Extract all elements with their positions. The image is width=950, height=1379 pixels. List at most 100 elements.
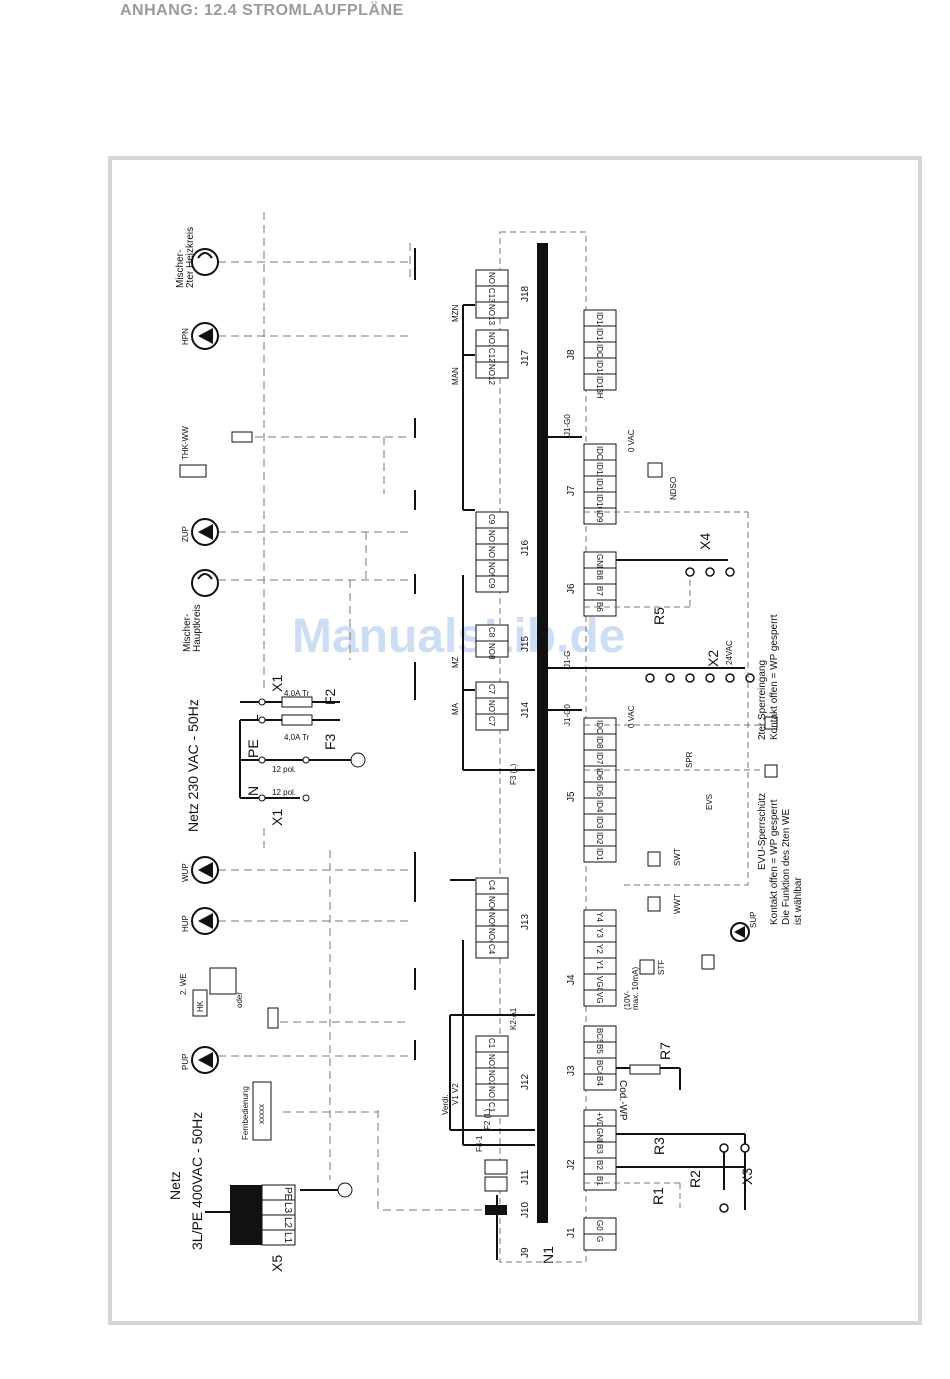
j5-terminal-label: ID1 — [595, 848, 604, 861]
j5-terminal-label: ID2 — [595, 832, 604, 845]
fuse-f2-icon — [281, 696, 313, 708]
j2-terminal-label: B2 — [595, 1160, 604, 1170]
label-10v-b: max. 10mA) — [631, 967, 640, 1010]
label-x4: X4 — [697, 533, 713, 550]
label-24vac: 24VAC — [725, 640, 734, 665]
j7-terminal-label: ID9 — [595, 510, 604, 523]
label-codwp: Cod.-WP — [617, 1080, 628, 1121]
j5-terminal-label: ID5 — [595, 784, 604, 797]
x5-terminals: PE L3 L2 L1 — [261, 1184, 296, 1246]
j17-terminal-label: C12 — [487, 348, 496, 363]
j5-terminal-label: ID4 — [595, 800, 604, 813]
label-mischer2: Mischer- — [175, 250, 186, 288]
j16-terminal-cell — [475, 575, 509, 593]
j2-terminal-label: +VDC — [595, 1112, 604, 1134]
label-evs: EVS — [705, 794, 714, 810]
j15-terminal-label: C8 — [487, 627, 496, 638]
label-j8: J8 — [566, 349, 577, 360]
j13-terminal-label: C4 — [487, 880, 496, 891]
label-zup: ZUP — [181, 526, 190, 542]
label-j2: J2 — [566, 1159, 577, 1170]
label-j12: J12 — [520, 1073, 531, 1090]
label-evu-a: EVU-Sperrschütz — [757, 793, 768, 870]
label-spr: SPR — [685, 751, 694, 768]
j12-terminal-label: C1 — [487, 1102, 496, 1113]
j5-terminal-label: ID7 — [595, 752, 604, 765]
j4-terminal-label: Y1 — [595, 960, 604, 970]
terminal-dot — [258, 756, 266, 764]
j5-terminal-label: IDC1 — [595, 720, 604, 739]
label-pup: PUP — [181, 1054, 190, 1070]
ndso-switch-icon — [647, 462, 663, 478]
j16-terminal-label: NO9 — [487, 562, 496, 579]
label-netz: Netz — [167, 1171, 183, 1200]
n1-label: N1 — [540, 1246, 556, 1264]
label-mzn: MZN — [451, 304, 460, 322]
label-j13: J13 — [520, 913, 531, 930]
j7-terminal-label: ID12 — [595, 462, 604, 479]
j5-terminal-cell — [583, 845, 617, 863]
j1-terminal-label: G — [595, 1236, 604, 1242]
earth-icon-2 — [337, 1182, 353, 1198]
j18-terminal-label: C13 — [487, 288, 496, 303]
j13-terminal-label: NO4 — [487, 928, 496, 945]
j8-terminal-label: IDC13 — [595, 344, 604, 367]
label-swt: SWT — [673, 848, 682, 866]
j2-terminal-label: GND — [595, 1128, 604, 1146]
label-f2: F2 — [322, 688, 338, 705]
label-r5: R5 — [651, 607, 667, 625]
label-l: L — [245, 714, 261, 722]
label-j11: J11 — [520, 1169, 531, 1185]
label-r3: R3 — [651, 1137, 667, 1155]
j14-terminal-cell — [475, 713, 509, 731]
label-j17: J17 — [520, 349, 531, 366]
evu-contact-icon — [764, 764, 778, 778]
label-mischerh: Mischer- — [182, 614, 193, 652]
n1-bus — [537, 243, 548, 1223]
label-j1g0-b: J1-G0 — [563, 704, 572, 726]
page-header: ANHANG: 12.4 STROMLAUFPLÄNE — [120, 2, 404, 19]
x-terminals — [645, 567, 755, 1213]
label-j16: J16 — [520, 539, 531, 556]
fuse-f3-icon — [281, 714, 313, 726]
label-verdi: Verdi. — [441, 1095, 450, 1115]
label-r7: R7 — [657, 1042, 673, 1060]
terminal-dot — [302, 794, 310, 802]
label-j6: J6 — [566, 583, 577, 594]
mischer-haupt-icon — [191, 569, 219, 597]
label-wup: WUP — [181, 863, 190, 882]
label-v1v2: V1 V2 — [451, 1083, 460, 1105]
label-pe: PE — [245, 739, 261, 758]
left-terminal-blocks: NO13C13NO13NO12C12NO12C9NO11NO10NO9C9C8N… — [475, 269, 509, 1117]
j3-terminal-label: BC5 — [595, 1028, 604, 1044]
j14-terminal-label: C7 — [487, 716, 496, 727]
we2-relay-icon — [267, 1007, 279, 1029]
hk-box-icon — [192, 989, 208, 1017]
rotated-labels: Mischer- 2ter Heizkreis HPN THK-WW ZUP M… — [167, 227, 804, 1272]
j4-terminal-label: VG0 — [595, 976, 604, 993]
mischer2-icon — [191, 248, 219, 276]
label-j14: J14 — [520, 701, 531, 718]
label-f2l: F2 (L) — [483, 1108, 492, 1130]
j3-terminal-label: B5 — [595, 1044, 604, 1054]
label-r2: R2 — [687, 1170, 703, 1188]
consumer-feeds — [218, 243, 500, 1211]
j2-terminal-cell — [583, 1173, 617, 1191]
label-j5: J5 — [566, 791, 577, 802]
x5-terminal: PE — [282, 1187, 293, 1201]
x5-terminal: L3 — [282, 1202, 293, 1214]
j4-terminal-cell — [583, 989, 617, 1007]
label-fernbedienung: Fernbedienung — [241, 1086, 250, 1140]
label-x1b: X1 — [269, 809, 285, 826]
j4-terminal-label: VG — [595, 992, 604, 1004]
j12-terminal-label: NO1 — [487, 1086, 496, 1103]
j5-terminal-label: ID3 — [595, 816, 604, 829]
terminal-dot — [258, 716, 266, 724]
earth-icon — [350, 752, 366, 768]
label-pol1: 12 pol. — [272, 765, 296, 774]
stf-relay-icon — [639, 959, 655, 975]
label-we2: 2. WE — [179, 973, 188, 995]
j17-terminal-cell — [475, 361, 509, 379]
x5-block — [230, 1185, 262, 1245]
label-fuse2: 4,0A Tr — [284, 733, 310, 742]
